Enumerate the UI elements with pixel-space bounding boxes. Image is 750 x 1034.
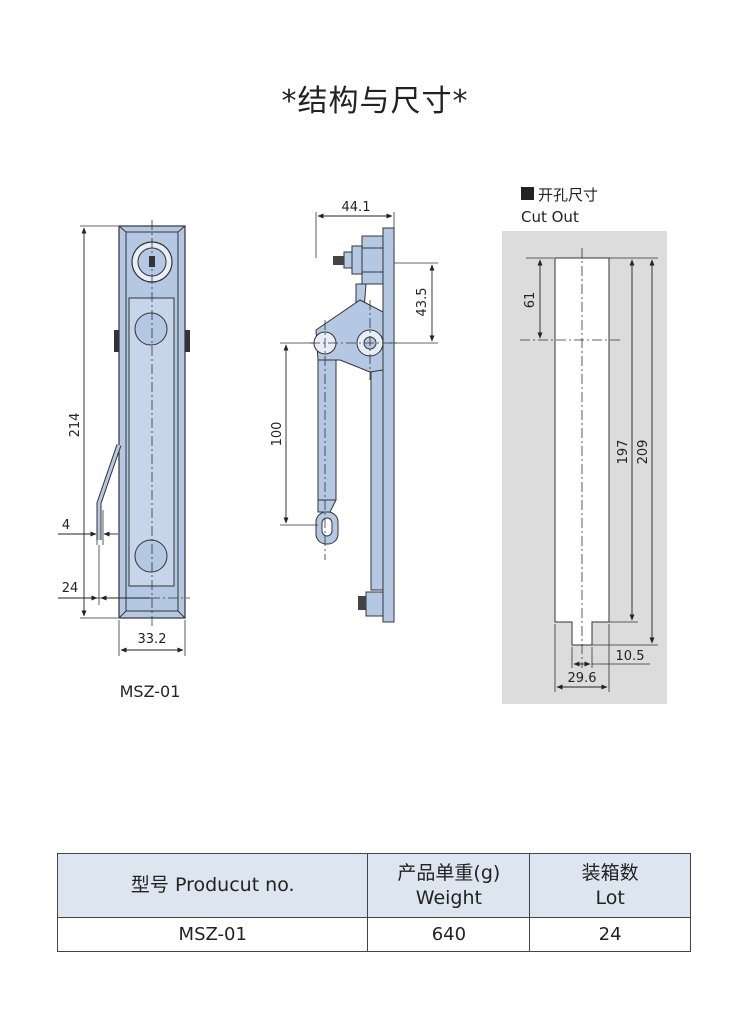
cell-weight: 640	[367, 917, 531, 952]
cutout-heading-en: Cut Out	[521, 208, 579, 226]
header-model: 型号 Producut no.	[56, 853, 369, 918]
cell-model: MSZ-01	[56, 917, 369, 952]
front-model-label: MSZ-01	[120, 682, 181, 701]
spec-table: 型号 Producut no. 产品单重(g) Weight 装箱数 Lot M…	[56, 853, 691, 952]
header-weight: 产品单重(g) Weight	[367, 853, 531, 918]
page-title: *结构与尺寸*	[281, 84, 469, 119]
dim-front-rod-offset: 4	[62, 518, 70, 533]
cell-lot: 24	[529, 917, 691, 952]
cutout-heading-cn: 开孔尺寸	[538, 186, 598, 204]
header-lot: 装箱数 Lot	[529, 853, 691, 918]
dim-side-pivot: 43.5	[415, 288, 430, 317]
cutout-view: 开孔尺寸 Cut Out 61 197 209 10.5 29.6	[502, 186, 667, 704]
table-header-row: 型号 Producut no. 产品单重(g) Weight 装箱数 Lot	[56, 853, 691, 918]
dim-cutout-inner: 197	[616, 440, 631, 465]
front-handle-insert	[128, 297, 175, 587]
dim-cutout-notch: 10.5	[616, 649, 645, 664]
table-row: MSZ-01 640 24	[56, 917, 691, 952]
side-back-plate	[382, 227, 395, 623]
dim-cutout-outer: 209	[636, 440, 651, 465]
front-view: 214 4 24 33.2 MSZ-01	[58, 220, 190, 701]
dim-front-height: 214	[68, 413, 83, 438]
dim-cutout-width: 29.6	[568, 671, 597, 686]
dim-side-arm: 100	[270, 422, 285, 447]
dim-front-rod-reach: 24	[62, 581, 79, 596]
technical-drawing: 214 4 24 33.2 MSZ-01	[58, 186, 667, 704]
dim-front-width: 33.2	[138, 632, 167, 647]
dim-side-depth: 44.1	[342, 200, 371, 215]
side-view: 44.1 43.5 100	[270, 200, 438, 623]
dim-cutout-top: 61	[523, 292, 538, 309]
side-arm	[317, 359, 337, 513]
